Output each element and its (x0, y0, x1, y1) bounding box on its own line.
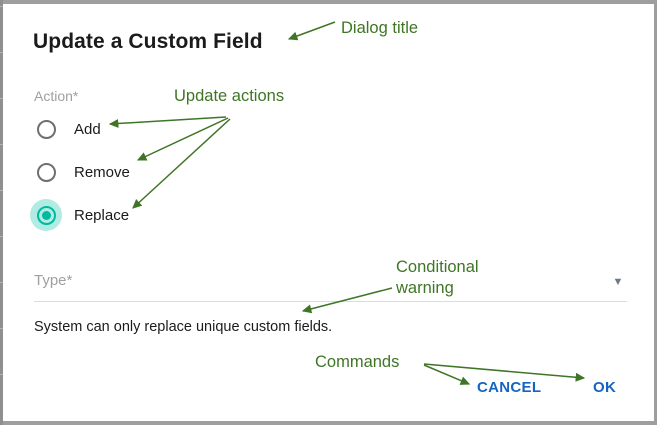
window-border-right (654, 0, 657, 425)
type-select-underline[interactable] (34, 301, 627, 302)
window-gutter (3, 4, 10, 421)
update-custom-field-dialog: Update a Custom Field Action* Add Remove… (10, 4, 654, 421)
radio-replace-control[interactable] (30, 199, 62, 231)
radio-unchecked-icon (36, 119, 56, 139)
radio-replace-label: Replace (74, 206, 130, 224)
radio-add-control[interactable] (30, 113, 62, 145)
window-gutter-ticks (0, 6, 3, 418)
radio-checked-dot-icon (41, 210, 51, 220)
radio-option-replace[interactable]: Replace (30, 199, 129, 231)
radio-unchecked-icon (36, 162, 56, 182)
window-border-top (0, 0, 657, 4)
action-field-label: Action* (34, 88, 79, 104)
ok-button[interactable]: OK (593, 379, 617, 396)
cancel-button[interactable]: CANCEL (477, 379, 542, 396)
window-border-left (0, 0, 3, 425)
radio-add-label: Add (74, 120, 101, 138)
radio-remove-label: Remove (74, 163, 130, 181)
radio-checked-icon (36, 205, 56, 225)
dialog-title: Update a Custom Field (33, 30, 263, 53)
radio-option-add[interactable]: Add (30, 113, 101, 145)
chevron-down-icon[interactable]: ▼ (612, 276, 624, 288)
radio-option-remove[interactable]: Remove (30, 156, 130, 188)
type-field-label: Type* (34, 272, 73, 289)
radio-remove-control[interactable] (30, 156, 62, 188)
conditional-warning-text: System can only replace unique custom fi… (34, 319, 333, 335)
window-border-bottom (0, 421, 657, 425)
